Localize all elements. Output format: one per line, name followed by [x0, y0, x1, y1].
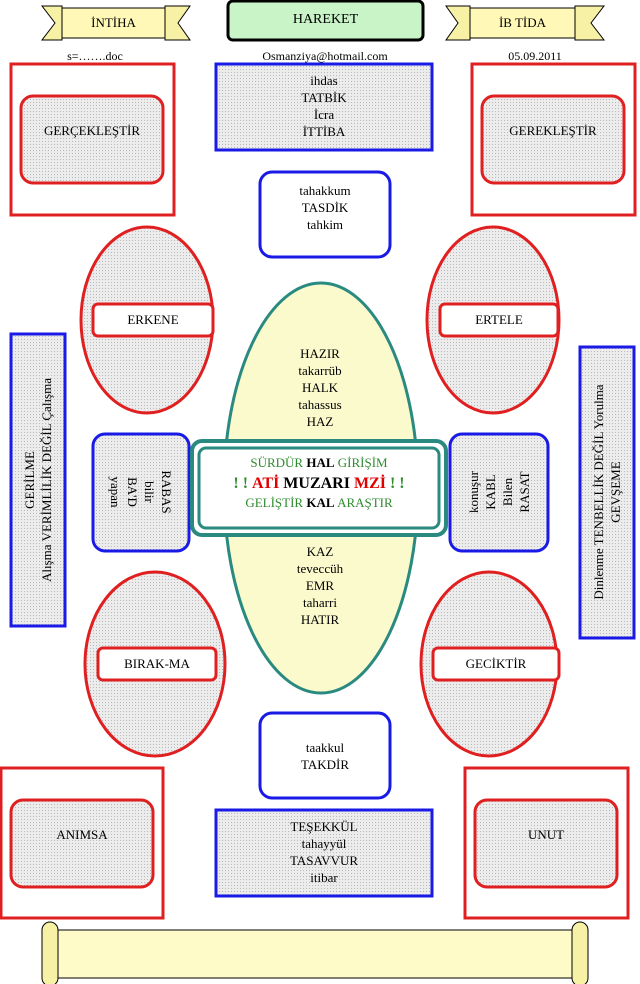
corner-top-right-label: GEREKLEŞTİR — [509, 123, 597, 138]
banner-right-label: İB TİDA — [498, 15, 547, 30]
banner-center — [226, 0, 425, 42]
corner-bottom-left-label: ANIMSA — [56, 827, 108, 842]
oval-lower-left-label: BIRAK-MA — [124, 656, 190, 671]
corner-top-left-label: GERÇEKLEŞTİR — [43, 123, 141, 138]
center-line-2: ! ! ATİ MUZARI MZİ ! ! — [233, 475, 405, 492]
oval-upper-left-label: ERKENE — [127, 312, 179, 327]
oval-upper-right-label: ERTELE — [475, 312, 523, 327]
bottom-scroll — [41, 921, 589, 984]
oval-lower-right-label: GECİKTİR — [465, 656, 527, 671]
date: 05.09.2011 — [508, 49, 562, 63]
banner-left-label: İNTİHA — [91, 15, 136, 30]
corner-bottom-right-label: UNUT — [527, 827, 565, 842]
center-line-3: GELİŞTİR KAL ARAŞTIR — [245, 495, 393, 510]
email: Osmanziya@hotmail.com — [262, 49, 388, 63]
banner-right — [445, 5, 606, 41]
banner-left — [40, 5, 191, 41]
banner-center-label: HAREKET — [292, 12, 359, 27]
center-line-1: SÜRDÜR HAL GİRİŞİM — [250, 455, 388, 470]
doc-name: s=…….doc — [67, 49, 123, 63]
